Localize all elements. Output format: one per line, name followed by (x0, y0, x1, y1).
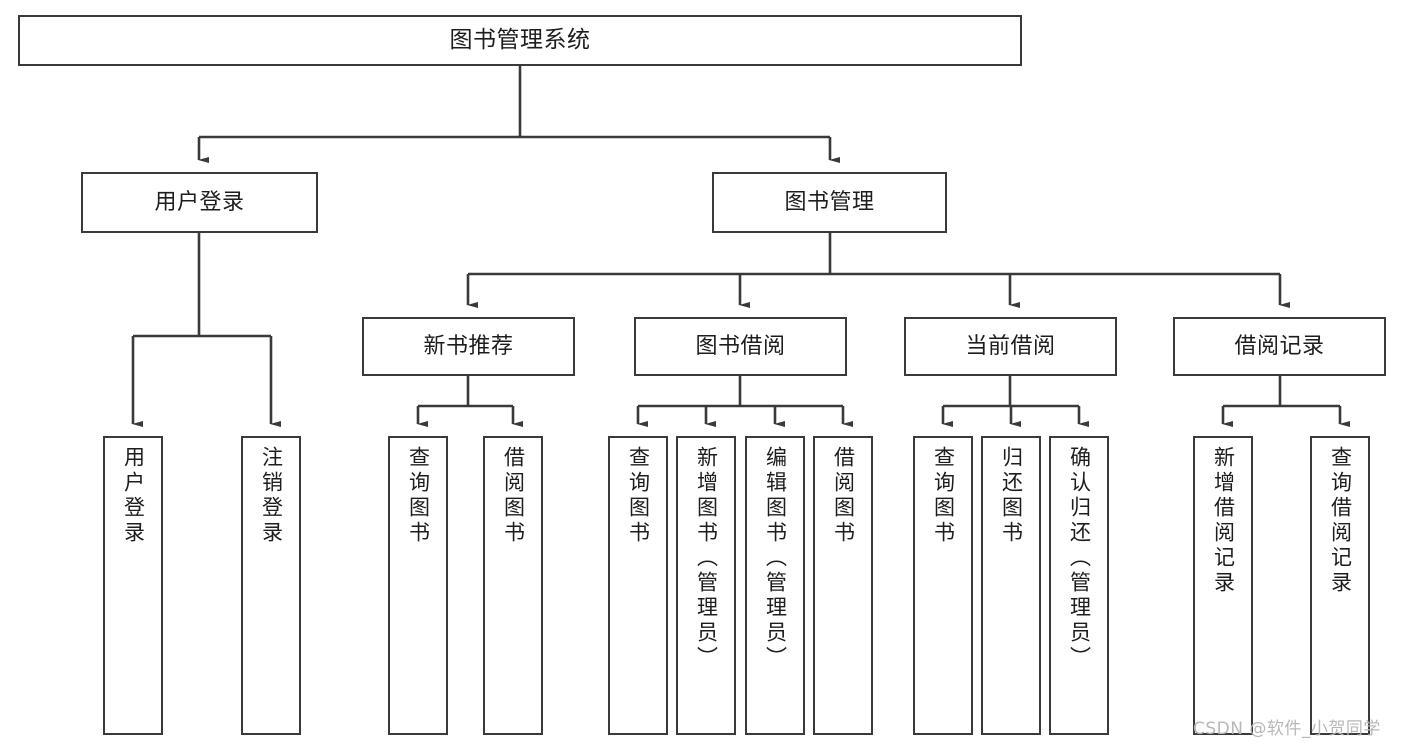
node-label: 借阅图书 (831, 446, 856, 546)
node-label: 新增图书（管理员） (694, 446, 719, 671)
leaf-logout[interactable]: 注销登录 (241, 436, 301, 735)
node-label: 图书管理系统 (449, 26, 591, 53)
leaf-confirm-return-admin[interactable]: 确认归还（管理员） (1049, 436, 1109, 735)
node-label: 当前借阅 (965, 333, 1056, 359)
leaf-return-book[interactable]: 归还图书 (981, 436, 1041, 735)
node-label: 图书借阅 (695, 333, 786, 359)
node-label: 借阅图书 (501, 446, 526, 546)
leaf-add-borrow-record[interactable]: 新增借阅记录 (1193, 436, 1253, 735)
node-label: 归还图书 (999, 446, 1024, 546)
leaf-query-book-new[interactable]: 查询图书 (388, 436, 448, 735)
node-label: 编辑图书（管理员） (763, 446, 788, 671)
node-book-borrow[interactable]: 图书借阅 (634, 317, 847, 376)
csdn-watermark: CSDN @软件_小贺同学 (1193, 719, 1381, 739)
node-borrow-record[interactable]: 借阅记录 (1173, 317, 1386, 376)
leaf-borrow-book-new[interactable]: 借阅图书 (483, 436, 543, 735)
node-new-book-recommendation[interactable]: 新书推荐 (362, 317, 575, 376)
node-label: 查询图书 (406, 446, 431, 546)
node-label: 用户登录 (121, 446, 146, 546)
node-label: 用户登录 (154, 189, 245, 215)
leaf-edit-book-admin[interactable]: 编辑图书（管理员） (745, 436, 805, 735)
node-label: 新书推荐 (423, 333, 514, 359)
node-root-book-management-system[interactable]: 图书管理系统 (18, 15, 1022, 66)
node-label: 确认归还（管理员） (1067, 446, 1092, 671)
node-label: 借阅记录 (1234, 333, 1325, 359)
node-label: 查询图书 (626, 446, 651, 546)
node-current-borrow[interactable]: 当前借阅 (904, 317, 1117, 376)
leaf-query-book-borrow[interactable]: 查询图书 (608, 436, 668, 735)
node-user-login[interactable]: 用户登录 (81, 172, 318, 233)
node-label: 查询借阅记录 (1328, 446, 1353, 596)
leaf-add-book-admin[interactable]: 新增图书（管理员） (676, 436, 736, 735)
leaf-user-login[interactable]: 用户登录 (103, 436, 163, 735)
node-book-management[interactable]: 图书管理 (712, 172, 947, 233)
node-label: 新增借阅记录 (1211, 446, 1236, 596)
leaf-query-borrow-record[interactable]: 查询借阅记录 (1310, 436, 1370, 735)
node-label: 图书管理 (784, 189, 875, 215)
node-label: 查询图书 (931, 446, 956, 546)
node-label: 注销登录 (259, 446, 284, 546)
leaf-borrow-book[interactable]: 借阅图书 (813, 436, 873, 735)
leaf-query-book-current[interactable]: 查询图书 (913, 436, 973, 735)
